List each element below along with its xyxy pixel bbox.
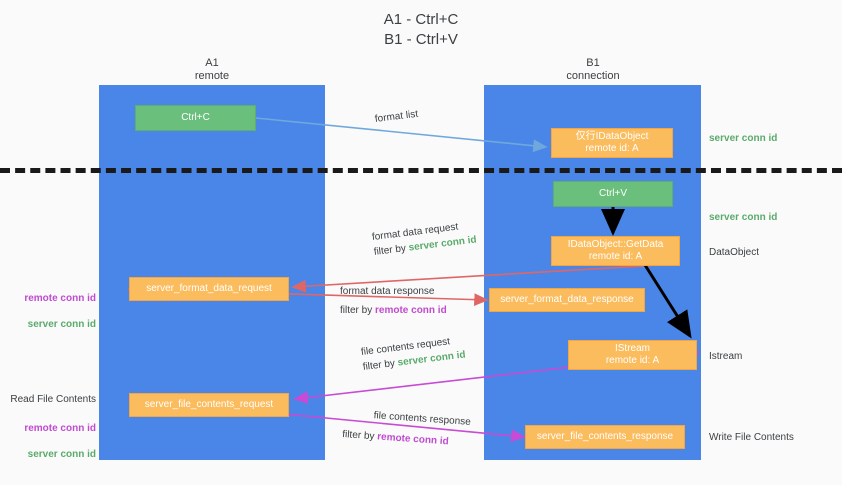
node-ctrl-v[interactable]: Ctrl+V	[553, 181, 673, 207]
column-header-a1: A1 remote	[194, 57, 230, 82]
edge-label-format-data-response-line1: format data response	[340, 286, 435, 297]
node-idataobject[interactable]: 仅行IDataObject remote id: A	[551, 128, 673, 158]
label-dataobject: DataObject	[709, 247, 760, 258]
node-istream[interactable]: IStream remote id: A	[568, 340, 697, 370]
edge-label-file-contents-request: file contents request filter by server c…	[360, 333, 466, 375]
filter-by-prefix: filter by	[340, 305, 376, 316]
node-server-format-data-response[interactable]: server_format_data_response	[489, 288, 645, 312]
label-read-file-contents: Read File Contents	[10, 394, 96, 405]
page-title: A1 - Ctrl+C B1 - Ctrl+V	[383, 11, 459, 48]
filter-by-prefix: filter by	[341, 428, 378, 443]
column-header-b1: B1 connection	[566, 57, 620, 82]
label-write-file-contents: Write File Contents	[709, 432, 794, 443]
label-remote-conn-id-upper: remote conn id	[24, 293, 96, 304]
label-conn-ids-lower: remote conn id server conn id	[0, 409, 96, 474]
node-server-file-contents-response[interactable]: server_file_contents_response	[525, 425, 685, 449]
filter-by-prefix: filter by	[362, 357, 399, 373]
edge-label-file-contents-response-line1: file contents response	[373, 410, 472, 428]
filter-by-tag: remote conn id	[376, 431, 450, 448]
label-conn-ids-upper: remote conn id server conn id	[0, 279, 96, 344]
edge-label-format-data-response-line2: filter by remote conn id	[340, 303, 447, 318]
filter-by-tag: remote conn id	[375, 305, 447, 316]
label-server-conn-id-upper: server conn id	[27, 319, 96, 330]
label-remote-conn-id-lower: remote conn id	[24, 423, 96, 434]
edge-label-format-list: format list	[374, 108, 419, 125]
edge-label-file-contents-response: file contents response filter by remote …	[342, 406, 471, 451]
label-server-conn-id-lower: server conn id	[27, 449, 96, 460]
edge-label-file-contents-response-line2: filter by remote conn id	[342, 427, 470, 451]
phase-divider	[0, 168, 842, 173]
node-server-format-data-request[interactable]: server_format_data_request	[129, 277, 289, 301]
node-ctrl-c[interactable]: Ctrl+C	[135, 105, 256, 131]
node-server-file-contents-request[interactable]: server_file_contents_request	[129, 393, 289, 417]
filter-by-prefix: filter by	[373, 242, 410, 258]
label-server-conn-id-top: server conn id	[709, 133, 778, 144]
label-server-conn-id-mid: server conn id	[709, 212, 778, 223]
edge-label-format-data-request: format data request filter by server con…	[371, 218, 477, 260]
edge-label-format-data-response: format data response filter by remote co…	[340, 284, 447, 318]
node-idataobject-getdata[interactable]: IDataObject::GetData remote id: A	[551, 236, 680, 266]
label-istream: Istream	[709, 351, 743, 362]
